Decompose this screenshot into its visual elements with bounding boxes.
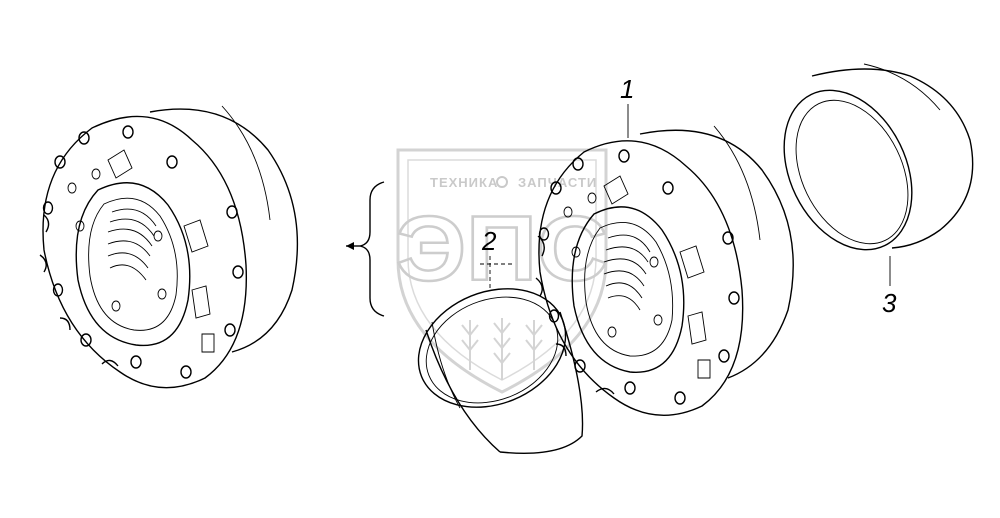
hub-assembly-left xyxy=(39,105,299,389)
callout-label-1: 1 xyxy=(620,74,634,104)
callout-1: 1 xyxy=(620,74,634,138)
bolt-holes-left xyxy=(42,125,244,379)
watermark-logo: ТЕХНИКА ЗАПЧАСТИ ЭПС xyxy=(395,148,609,394)
gear-icon xyxy=(496,176,508,188)
watermark-letters: ЭПС xyxy=(396,198,608,300)
watermark-text-left: ТЕХНИКА xyxy=(430,175,498,190)
callout-label-3: 3 xyxy=(882,288,897,318)
arrow-icon xyxy=(346,242,354,250)
bearing-race-outer xyxy=(783,63,974,251)
assembly-bracket xyxy=(346,181,385,317)
callout-2: 2 xyxy=(480,226,514,290)
callout-3: 3 xyxy=(882,256,897,318)
bolt-holes-right xyxy=(538,149,740,405)
hub xyxy=(535,125,794,416)
callout-label-2: 2 xyxy=(481,226,497,256)
wheat-icon xyxy=(461,318,543,380)
